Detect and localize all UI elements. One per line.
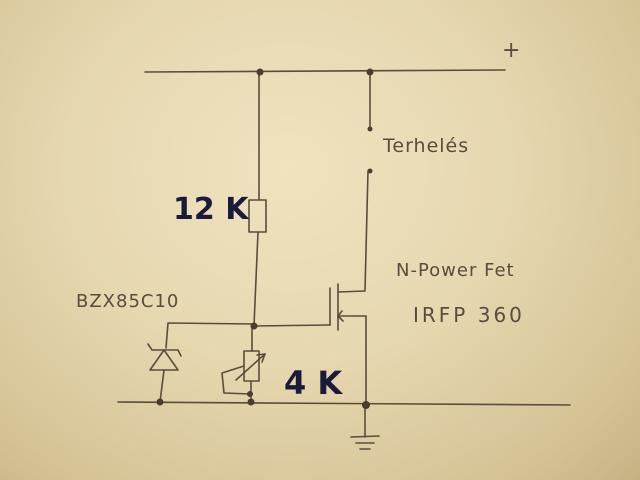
junction-dot (247, 391, 253, 397)
load-to-drain-wire (364, 170, 369, 291)
junction-dot (247, 398, 255, 406)
junction-dot (256, 68, 264, 76)
plus-label: + (502, 38, 520, 63)
zener-label: BZX85C10 (76, 291, 179, 312)
junction-dot (156, 398, 164, 406)
resistor-12k-label: 12 K (173, 192, 250, 227)
zener-wire-bottom (159, 369, 165, 403)
load-label: Terhelés (382, 135, 469, 157)
zener-wire-top (165, 322, 255, 349)
load-terminal-top (367, 126, 373, 132)
left-branch-wire-mid (253, 231, 259, 327)
bottom-ground-rail (117, 401, 571, 406)
zener-diode-icon (147, 343, 182, 371)
fet-part-label: IRFP 360 (413, 303, 525, 327)
junction-dot (366, 68, 374, 76)
potentiometer-4k-label: 4 K (284, 364, 343, 402)
node-to-gate-wire (253, 324, 331, 327)
n-power-fet-icon (337, 283, 367, 331)
pot-wiper-arrow-icon (235, 353, 266, 381)
pot-wiper-loop (221, 365, 251, 395)
resistor-12k (248, 199, 267, 233)
junction-dot (250, 322, 258, 330)
top-supply-rail (144, 69, 506, 73)
fet-type-label: N-Power Fet (396, 260, 515, 281)
junction-dot (362, 401, 370, 409)
ground-icon (350, 404, 380, 450)
